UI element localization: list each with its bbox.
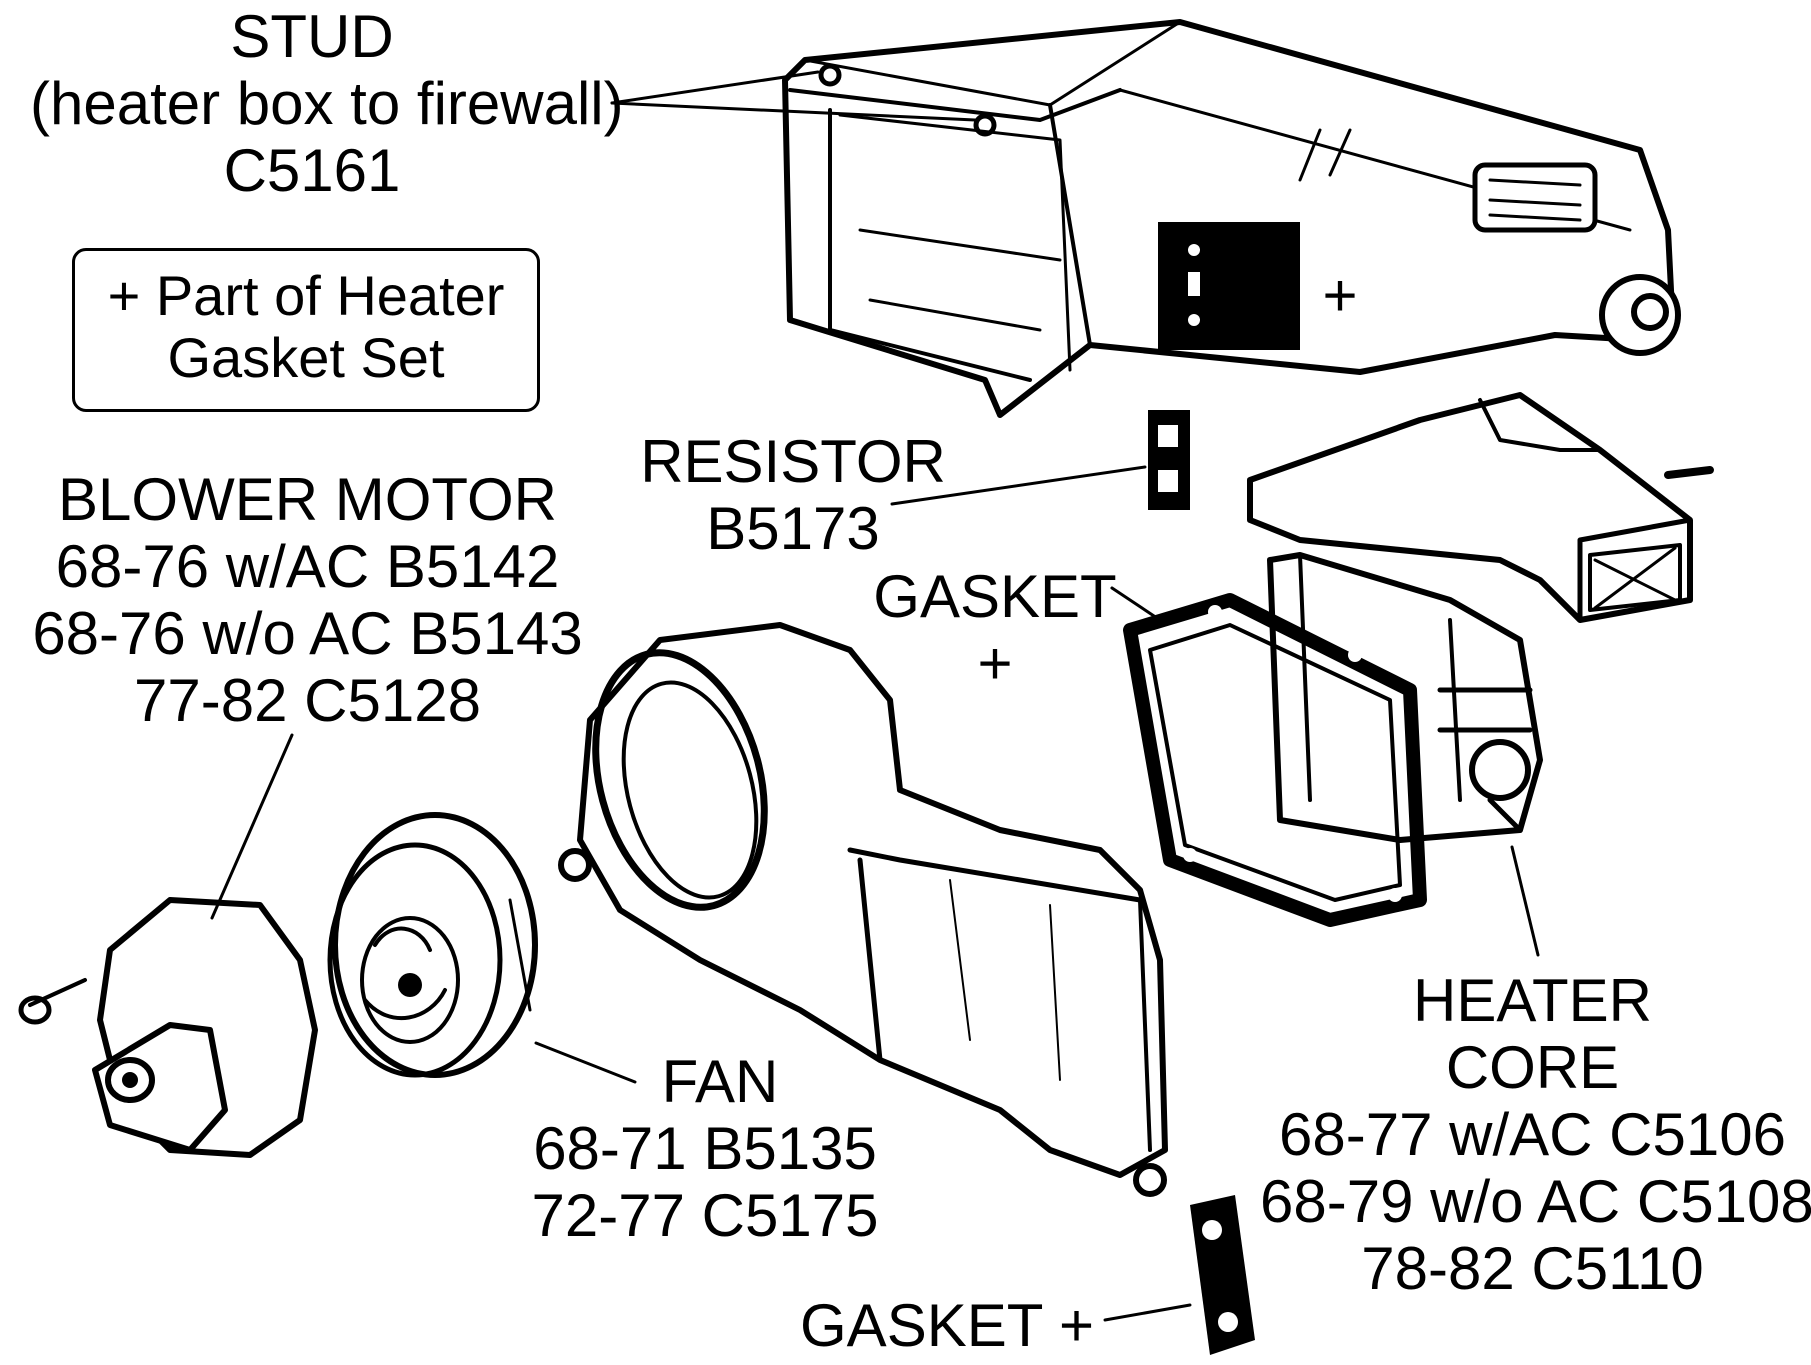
heater-core-gasket-illustration: [1123, 593, 1427, 927]
blower-motor-name: BLOWER MOTOR: [58, 466, 557, 533]
heater-box-plus-label: +: [1322, 262, 1358, 329]
blower-motor-part-1: 68-76 w/AC B5142: [55, 533, 560, 600]
blower-housing-illustration: [558, 622, 1168, 1197]
resistor-name: RESISTOR: [640, 428, 946, 495]
small-gasket-illustration: [1190, 1195, 1255, 1355]
heater-core-part-1: 68-77 w/AC C5106: [1279, 1101, 1786, 1168]
fan-illustration: [327, 812, 538, 1078]
air-duct-illustration: [1247, 392, 1714, 623]
stud-leader-lower: [610, 101, 977, 122]
gasket-top-label: GASKET +: [870, 563, 1120, 697]
stud-part-number: C5161: [223, 137, 401, 204]
heater-core-part-2: 68-79 w/o AC C5108: [1260, 1168, 1811, 1235]
resistor-illustration: [1148, 410, 1190, 510]
stud-label: STUD (heater box to firewall) C5161: [30, 3, 624, 204]
stud-name: STUD: [230, 3, 394, 70]
fan-part-1: 68-71 B5135: [533, 1115, 877, 1182]
gasket-top-leader: [1110, 586, 1162, 622]
heater-core-leader: [1510, 845, 1540, 957]
blower-motor-label: BLOWER MOTOR 68-76 w/AC B5142 68-76 w/o …: [30, 466, 585, 734]
resistor-part-number: B5173: [706, 495, 880, 562]
legend-box: + Part of Heater Gasket Set: [72, 248, 540, 412]
fan-leader: [534, 1041, 637, 1084]
fan-label: FAN 68-71 B5135 72-77 C5175: [530, 1048, 880, 1249]
gasket-top-name: GASKET: [873, 563, 1117, 630]
heater-core-part-3: 78-82 C5110: [1361, 1235, 1704, 1302]
heater-core-name-1: HEATER: [1413, 967, 1652, 1034]
fan-name: FAN: [661, 1048, 779, 1115]
leader-lines: [210, 70, 1540, 1322]
blower-motor-part-2: 68-76 w/o AC B5143: [32, 600, 583, 667]
stud-description: (heater box to firewall): [30, 70, 624, 137]
blower-motor-part-3: 77-82 C5128: [134, 667, 481, 734]
blower-motor-illustration: [18, 897, 318, 1158]
gasket-bottom-leader: [1103, 1303, 1192, 1322]
legend-line-1: + Part of Heater: [107, 264, 505, 327]
gasket-bottom-label: GASKET +: [800, 1292, 1095, 1359]
resistor-label: RESISTOR B5173: [638, 428, 948, 562]
heater-box-illustration: [782, 19, 1681, 418]
stud-leader-upper: [610, 70, 820, 105]
gasket-top-plus: +: [977, 630, 1013, 697]
heater-core-label: HEATER CORE 68-77 w/AC C5106 68-79 w/o A…: [1260, 967, 1811, 1302]
heater-box-gasket-plate: [1158, 222, 1300, 350]
fan-part-2: 72-77 C5175: [531, 1182, 879, 1249]
heater-core-name-2: CORE: [1445, 1034, 1620, 1101]
resistor-leader: [890, 465, 1147, 506]
blower-motor-leader: [210, 733, 294, 920]
legend-line-2: Gasket Set: [167, 326, 445, 389]
